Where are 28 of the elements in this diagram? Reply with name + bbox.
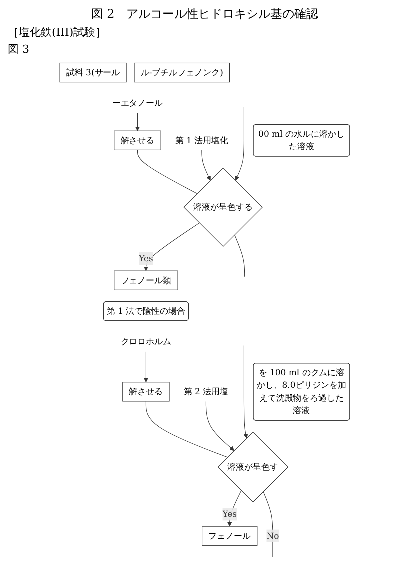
node-diamond: 溶液が呈色す — [218, 432, 289, 503]
node-box: 解させる — [114, 130, 162, 150]
edge-label: No — [266, 530, 280, 541]
node-text: 第 1 法用塩化 — [175, 135, 229, 146]
connector — [146, 401, 228, 458]
node-text: 第 2 法用塩 — [184, 386, 229, 397]
arrow — [244, 346, 248, 439]
arrow — [144, 351, 149, 383]
node-text: ーエタノール — [112, 98, 164, 108]
arrow — [144, 222, 200, 272]
node-diamond: 溶液が呈色する — [184, 168, 263, 248]
edge-label: Yes — [222, 509, 237, 520]
note-text: ［塩化鉄(III)試験］ — [8, 25, 108, 40]
connector — [137, 150, 198, 194]
connector — [234, 234, 246, 278]
node-box: フェノール類 — [114, 270, 178, 290]
arrow — [135, 112, 140, 132]
note-text: 図 3 — [8, 42, 30, 57]
node-text: クロロホルム — [120, 336, 172, 347]
arrow — [235, 106, 244, 181]
edge-label: Yes — [139, 254, 154, 264]
arrow — [206, 401, 235, 452]
node-box: ル-ブチルフェノンク) — [134, 62, 230, 83]
node-box: 解させる — [122, 382, 170, 402]
arrow — [202, 150, 211, 181]
node-box: フェノール — [202, 526, 258, 546]
node-box: 試料 3(サール — [60, 62, 127, 83]
figure-title: 図 2 アルコール性ヒドロキシル基の確認 — [90, 6, 320, 23]
